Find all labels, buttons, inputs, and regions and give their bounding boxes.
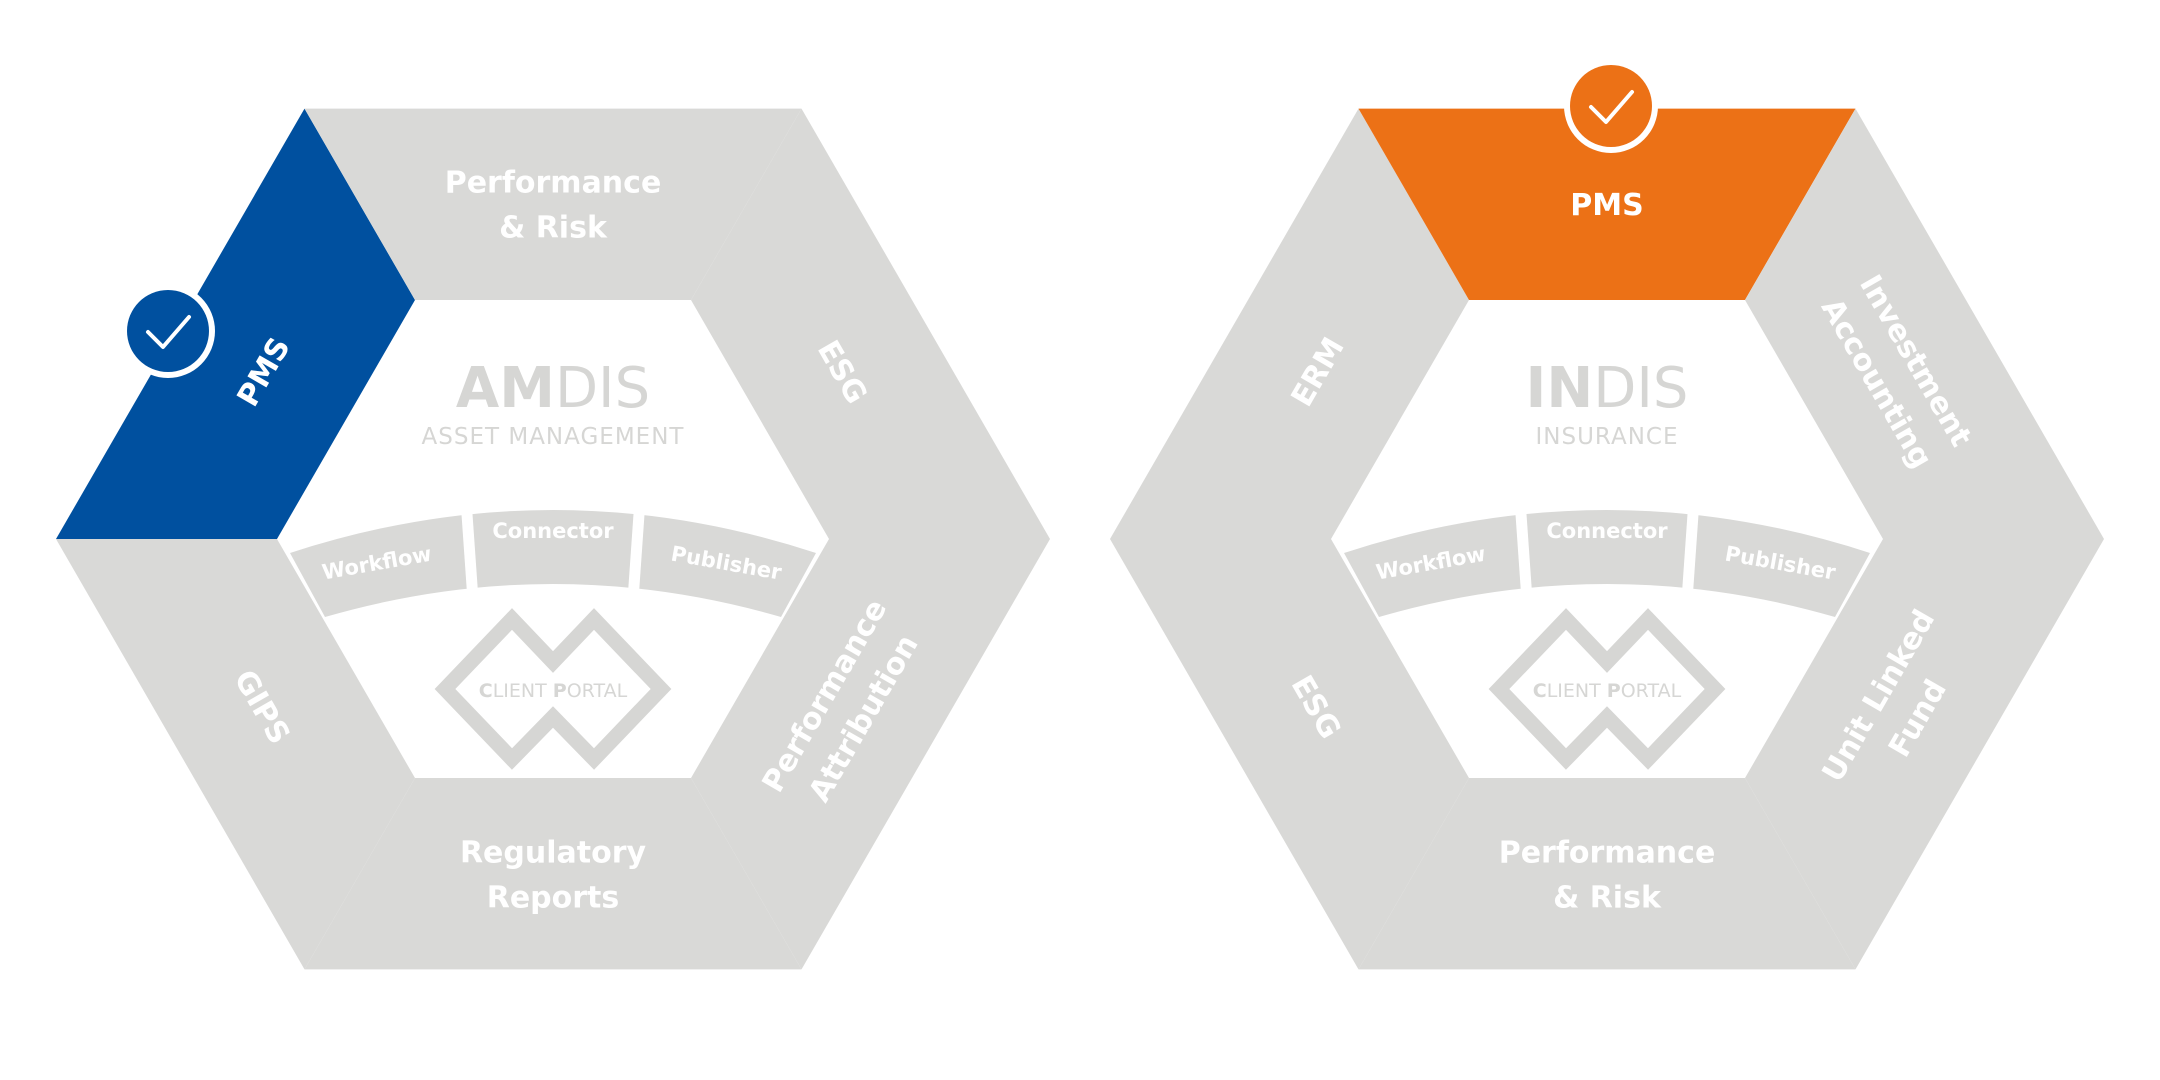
badge-fill bbox=[1570, 65, 1652, 147]
brand-subtitle: ASSET MANAGEMENT bbox=[422, 424, 685, 450]
segment-upper-left[interactable] bbox=[1110, 108, 1469, 539]
selected-check-badge bbox=[121, 284, 215, 378]
segment-lower-left[interactable] bbox=[1110, 539, 1469, 970]
brand-light: DIS bbox=[555, 356, 650, 421]
module-divider bbox=[627, 499, 646, 601]
segment-label-line: & Risk bbox=[1553, 881, 1662, 916]
segment-lower-left[interactable] bbox=[56, 539, 415, 970]
client-portal-logo bbox=[1488, 608, 1726, 770]
segment-label-bottom: Performance & Risk bbox=[1499, 836, 1716, 916]
checkmark-icon bbox=[146, 315, 191, 349]
segment-top[interactable] bbox=[304, 108, 802, 300]
client-portal-label: CLIENT PORTAL bbox=[1533, 680, 1682, 702]
badge-fill bbox=[127, 290, 209, 372]
portal-text-part: ORTAL bbox=[1621, 680, 1682, 702]
brand-subtitle: INSURANCE bbox=[1535, 424, 1678, 450]
module-divider bbox=[460, 499, 479, 601]
module-divider bbox=[1681, 499, 1700, 601]
portal-text-part: LIENT bbox=[493, 680, 553, 702]
portal-text-part: C bbox=[479, 680, 493, 702]
checkmark-icon bbox=[1589, 90, 1634, 124]
segment-label-line: Reports bbox=[487, 881, 620, 916]
brand-bold: AM bbox=[456, 356, 555, 421]
module-divider bbox=[1514, 499, 1533, 601]
segment-label-top: Performance & Risk bbox=[445, 166, 662, 246]
brand-logo: AMDIS bbox=[456, 356, 650, 421]
portal-text-part: P bbox=[1607, 680, 1621, 702]
segment-bottom[interactable] bbox=[1358, 778, 1856, 970]
segment-label-line: & Risk bbox=[499, 211, 608, 246]
brand-logo: INDIS bbox=[1526, 356, 1689, 421]
module-connector[interactable]: Connector bbox=[1546, 519, 1668, 543]
portal-text-part: P bbox=[553, 680, 567, 702]
portal-text-part: LIENT bbox=[1547, 680, 1607, 702]
client-portal-label: CLIENT PORTAL bbox=[479, 680, 628, 702]
segment-top-selected[interactable] bbox=[1358, 108, 1856, 300]
selected-check-badge bbox=[1564, 59, 1658, 153]
modules-bar bbox=[1344, 510, 1870, 617]
segment-upper-right[interactable] bbox=[1745, 108, 2104, 539]
client-portal-logo bbox=[434, 608, 672, 770]
brand-bold: IN bbox=[1526, 356, 1594, 421]
segment-label-line: Regulatory bbox=[460, 836, 647, 871]
brand-light: DIS bbox=[1593, 356, 1688, 421]
segment-label-line: Performance bbox=[1499, 836, 1716, 871]
segment-upper-left-selected[interactable] bbox=[56, 108, 415, 539]
segment-lower-right[interactable] bbox=[1745, 539, 2104, 970]
segment-label-top: PMS bbox=[1570, 188, 1643, 223]
portal-text-part: C bbox=[1533, 680, 1547, 702]
portal-text-part: ORTAL bbox=[567, 680, 628, 702]
module-connector[interactable]: Connector bbox=[492, 519, 614, 543]
modules-bar bbox=[290, 510, 816, 617]
segment-bottom[interactable] bbox=[304, 778, 802, 970]
segment-label-line: Performance bbox=[445, 166, 662, 201]
segment-label-line: PMS bbox=[1570, 188, 1643, 223]
segment-lower-right[interactable] bbox=[691, 539, 1050, 970]
segment-upper-right[interactable] bbox=[691, 108, 1050, 539]
